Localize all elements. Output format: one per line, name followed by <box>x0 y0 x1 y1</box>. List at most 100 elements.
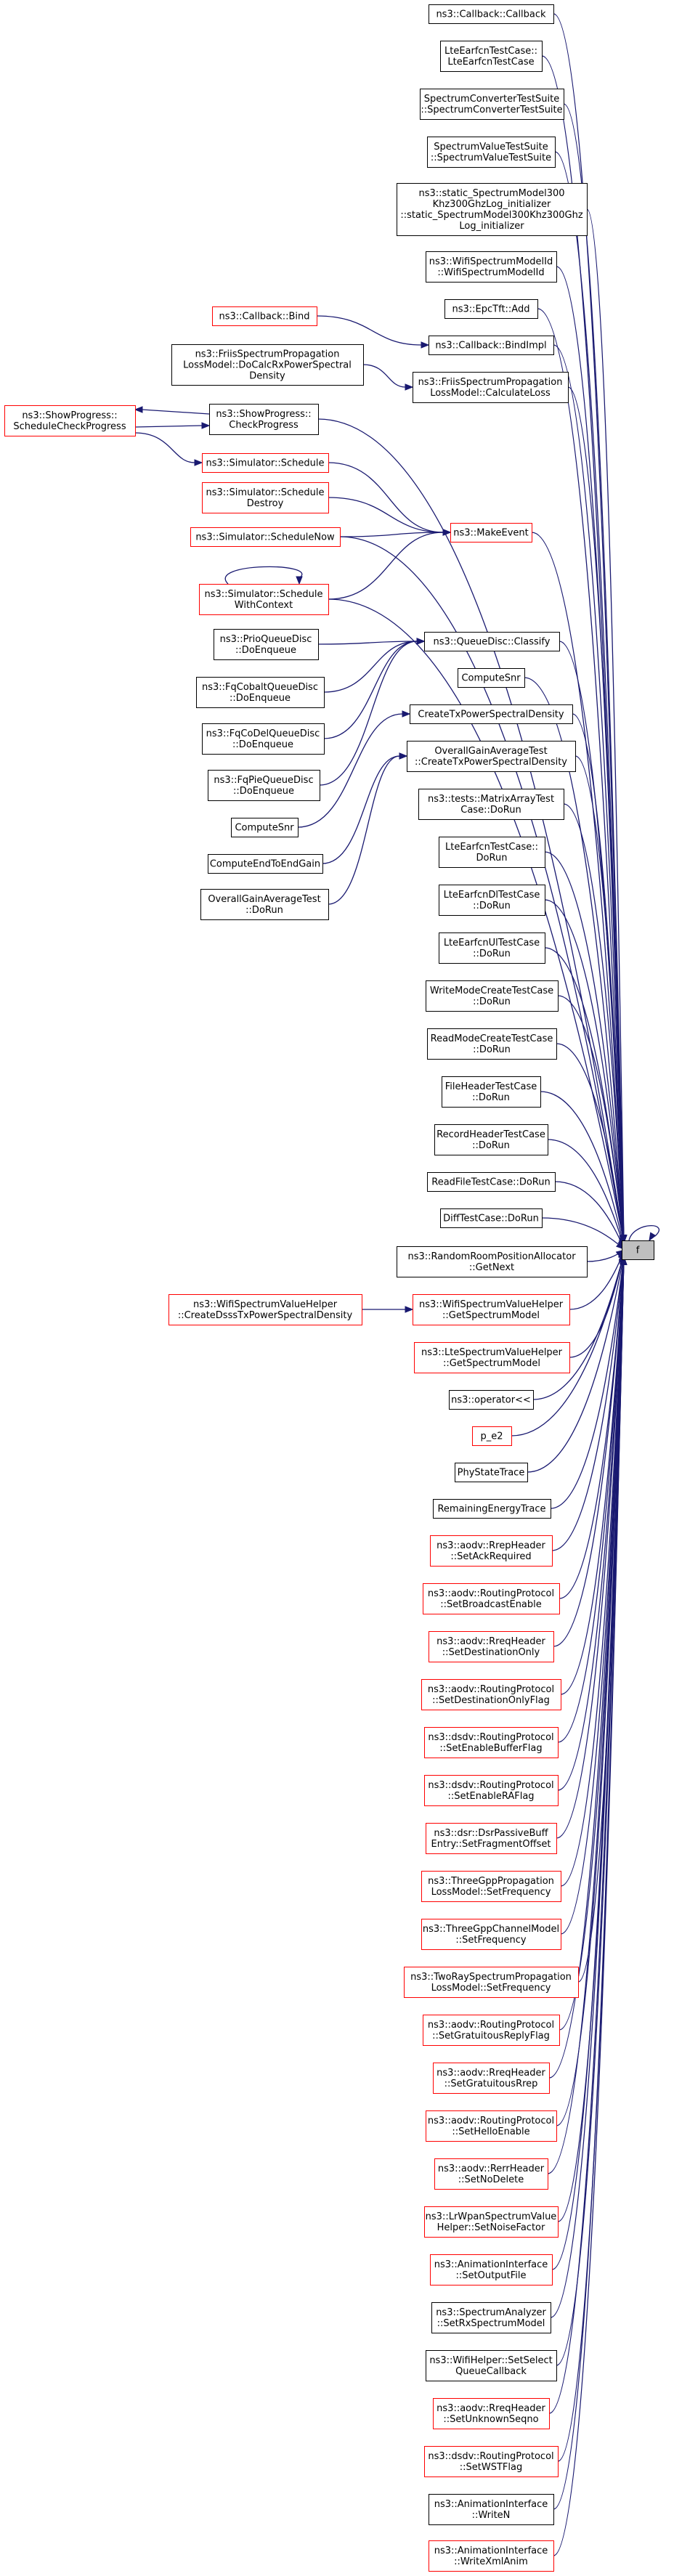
node-n43[interactable]: ns3::operator<< <box>449 1390 534 1410</box>
node-n59[interactable]: ns3::aodv::RoutingProtocol::SetHelloEnab… <box>426 2110 557 2142</box>
node-n33[interactable]: WriteModeCreateTestCase::DoRun <box>426 980 559 1012</box>
node-n18[interactable]: ns3::QueueDisc::Classify <box>424 632 560 651</box>
node-n24[interactable]: OverallGainAverageTest::CreateTxPowerSpe… <box>407 741 576 772</box>
node-label: LteEarfcnTestCase:: <box>444 46 537 57</box>
node-n19[interactable]: ns3::PrioQueueDisc::DoEnqueue <box>214 629 319 660</box>
node-label: Entry::SetFragmentOffset <box>431 1839 551 1850</box>
node-label: ns3::MakeEvent <box>453 528 529 539</box>
node-label: ::DoRun <box>472 1092 510 1103</box>
node-box <box>421 1919 561 1950</box>
node-n38[interactable]: DiffTestCase::DoRun <box>440 1208 543 1228</box>
node-n51[interactable]: ns3::dsdv::RoutingProtocol::SetEnableBuf… <box>424 1727 559 1758</box>
node-box <box>442 1076 541 1108</box>
node-n39[interactable]: ns3::RandomRoomPositionAllocator::GetNex… <box>397 1246 588 1277</box>
node-label: ns3::dsdv::RoutingProtocol <box>428 2451 553 2462</box>
node-n30[interactable]: OverallGainAverageTest::DoRun <box>200 889 329 920</box>
node-box <box>413 372 569 403</box>
node-label: LteEarfcnDlTestCase <box>444 890 540 901</box>
node-box <box>202 453 329 473</box>
node-n1[interactable]: LteEarfcnTestCase::LteEarfcnTestCase <box>440 41 543 72</box>
node-n28[interactable]: ComputeEndToEndGain <box>208 854 323 874</box>
node-n23[interactable]: ns3::FqCoDelQueueDisc::DoEnqueue <box>202 723 325 755</box>
edge-n30-n24 <box>328 752 408 905</box>
node-n58[interactable]: ns3::aodv::RreqHeader::SetGratuitousRrep <box>433 2063 550 2094</box>
node-n36[interactable]: RecordHeaderTestCase::DoRun <box>434 1124 548 1155</box>
edge-n14-n15 <box>328 497 452 536</box>
node-n35[interactable]: FileHeaderTestCase::DoRun <box>442 1076 541 1108</box>
node-n55[interactable]: ns3::ThreeGppChannelModel::SetFrequency <box>421 1919 561 1950</box>
node-n9[interactable]: ns3::FriisSpectrumPropagationLossModel::… <box>413 372 569 403</box>
node-n63[interactable]: ns3::SpectrumAnalyzer::SetRxSpectrumMode… <box>431 2302 551 2333</box>
node-n16[interactable]: ns3::Simulator::ScheduleNow <box>190 527 341 547</box>
node-n10[interactable]: ns3::FriisSpectrumPropagationLossModel::… <box>171 344 364 386</box>
node-n50[interactable]: ns3::aodv::RoutingProtocol::SetDestinati… <box>421 1679 561 1710</box>
node-n25[interactable]: ns3::FqPieQueueDisc::DoEnqueue <box>208 770 320 801</box>
node-n26[interactable]: ComputeSnr <box>231 818 299 837</box>
edge-path <box>224 566 303 585</box>
node-n20[interactable]: ComputeSnr <box>458 668 525 688</box>
node-n44[interactable]: p_e2 <box>472 1426 512 1446</box>
node-box <box>434 2158 548 2190</box>
node-n15[interactable]: ns3::MakeEvent <box>450 523 532 543</box>
node-label: ns3::AnimationInterface <box>434 2259 548 2270</box>
node-n68[interactable]: ns3::AnimationInterface::WriteXmlAnim <box>429 2540 554 2572</box>
node-n22[interactable]: CreateTxPowerSpectralDensity <box>410 704 573 724</box>
node-box <box>426 251 557 283</box>
node-n7[interactable]: ns3::Callback::BindImpl <box>429 336 554 355</box>
target-node-f[interactable]: f <box>622 1240 654 1260</box>
node-box <box>434 1124 548 1155</box>
node-n3[interactable]: SpectrumValueTestSuite::SpectrumValueTes… <box>427 137 556 168</box>
node-n34[interactable]: ReadModeCreateTestCase::DoRun <box>427 1028 557 1060</box>
node-n11[interactable]: ns3::ShowProgress::CheckProgress <box>209 404 319 435</box>
node-box <box>440 1208 543 1228</box>
node-n49[interactable]: ns3::aodv::RreqHeader::SetDestinationOnl… <box>429 1631 554 1662</box>
node-label: DiffTestCase::DoRun <box>443 1214 539 1224</box>
node-n41[interactable]: ns3::WifiSpectrumValueHelper::CreateDsss… <box>168 1294 362 1325</box>
node-n52[interactable]: ns3::dsdv::RoutingProtocol::SetEnableRAF… <box>424 1775 559 1806</box>
node-n6[interactable]: ns3::EpcTft::Add <box>444 299 538 319</box>
node-n62[interactable]: ns3::AnimationInterface::SetOutputFile <box>430 2254 553 2286</box>
node-n67[interactable]: ns3::AnimationInterface::WriteN <box>429 2494 554 2525</box>
node-n53[interactable]: ns3::dsr::DsrPassiveBuffEntry::SetFragme… <box>426 1823 557 1854</box>
edge-path <box>541 1217 625 1250</box>
node-n5[interactable]: ns3::WifiSpectrumModelId::WifiSpectrumMo… <box>426 251 557 283</box>
node-label: ns3::AnimationInterface <box>434 2545 548 2556</box>
node-n47[interactable]: ns3::aodv::RrepHeader::SetAckRequired <box>430 1535 553 1567</box>
node-n54[interactable]: ns3::ThreeGppPropagationLossModel::SetFr… <box>421 1871 561 1902</box>
node-n4[interactable]: ns3::static_SpectrumModel300Khz300GhzLog… <box>397 183 588 236</box>
node-n0[interactable]: ns3::Callback::Callback <box>429 4 554 24</box>
node-n40[interactable]: ns3::WifiSpectrumValueHelper::GetSpectru… <box>413 1294 570 1325</box>
node-box <box>414 1342 570 1373</box>
node-n12[interactable]: ns3::ShowProgress::ScheduleCheckProgress <box>4 405 136 436</box>
node-n61[interactable]: ns3::LrWpanSpectrumValueHelper::SetNoise… <box>424 2206 559 2238</box>
edge-arrowhead <box>421 341 430 349</box>
node-n57[interactable]: ns3::aodv::RoutingProtocol::SetGratuitou… <box>423 2015 560 2046</box>
node-box <box>214 629 319 660</box>
edge-path <box>553 1256 625 2556</box>
node-label: ::DoEnqueue <box>233 786 294 797</box>
node-n37[interactable]: ReadFileTestCase::DoRun <box>427 1172 556 1192</box>
node-label: ::SetWSTFlag <box>460 2462 522 2473</box>
node-n56[interactable]: ns3::TwoRaySpectrumPropagationLossModel:… <box>404 1967 579 1998</box>
node-n21[interactable]: ns3::FqCobaltQueueDisc::DoEnqueue <box>196 677 325 708</box>
node-n42[interactable]: ns3::LteSpectrumValueHelper::GetSpectrum… <box>414 1342 570 1373</box>
node-n8[interactable]: ns3::Callback::Bind <box>212 306 317 326</box>
edge-path <box>527 1255 625 1473</box>
node-n48[interactable]: ns3::aodv::RoutingProtocol::SetBroadcast… <box>423 1583 560 1614</box>
node-n2[interactable]: SpectrumConverterTestSuite::SpectrumConv… <box>420 89 564 120</box>
node-n46[interactable]: RemainingEnergyTrace <box>433 1499 551 1519</box>
node-n29[interactable]: LteEarfcnTestCase::DoRun <box>439 837 545 868</box>
node-n31[interactable]: LteEarfcnDlTestCase::DoRun <box>439 885 545 916</box>
node-label: ns3::Simulator::Schedule <box>204 589 322 600</box>
node-n32[interactable]: LteEarfcnUlTestCase::DoRun <box>439 933 545 964</box>
node-n60[interactable]: ns3::aodv::RerrHeader::SetNoDelete <box>434 2158 548 2190</box>
node-n45[interactable]: PhyStateTrace <box>455 1463 528 1482</box>
node-n65[interactable]: ns3::aodv::RreqHeader::SetUnknownSeqno <box>433 2398 550 2429</box>
node-n66[interactable]: ns3::dsdv::RoutingProtocol::SetWSTFlag <box>424 2446 559 2477</box>
node-label: ::SetOutputFile <box>455 2270 526 2281</box>
node-n13[interactable]: ns3::Simulator::Schedule <box>202 453 329 473</box>
